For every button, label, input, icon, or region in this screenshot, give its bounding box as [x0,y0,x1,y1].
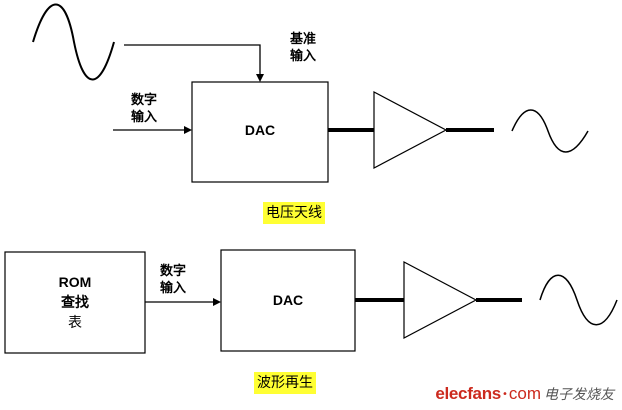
bottom-digital-input-arrowhead [213,298,221,306]
rom-label-line1: ROM [58,274,92,290]
watermark-com: com [508,384,541,403]
top-output-sine-wave-icon [511,109,589,153]
rom-label-line2: 查找 [61,294,89,310]
top-digital-input-label-line2: 输入 [131,110,158,125]
bottom-digital-input-label-line1: 数字 [160,264,187,279]
top-digital-input-label: 数字 输入 [131,92,157,126]
bottom-digital-input-label-line2: 输入 [160,281,187,296]
top-digital-input-label-line1: 数字 [131,93,158,108]
bottom-dac-box [220,249,356,352]
reference-input-label-line1: 基准 [290,32,317,47]
bottom-digital-input-label: 数字 输入 [160,263,186,297]
top-amplifier-triangle [373,91,448,169]
rom-lookup-table-label: ROM 查找 表 [5,272,145,332]
reference-input-line [124,44,261,76]
top-dac-label: DAC [244,122,276,138]
reference-input-arrowhead [256,74,264,82]
top-caption-voltage-antenna: 电压天线 [263,202,325,224]
reference-input-label-line2: 输入 [290,49,317,64]
reference-input-label: 基准 输入 [290,31,316,65]
bottom-amplifier-triangle [403,261,478,339]
reference-sine-wave-icon [32,3,115,81]
bottom-caption-waveform-regeneration: 波形再生 [254,372,316,394]
rom-lookup-table-box [4,251,146,354]
bottom-dac-label: DAC [272,292,304,308]
top-dac-box [191,81,329,183]
top-digital-input-arrowhead [184,126,192,134]
watermark-brand: elecfans [435,384,501,403]
bottom-output-sine-wave-icon [539,274,618,326]
watermark-dot: • [501,389,508,400]
watermark-chinese: 电子发烧友 [544,387,614,403]
rom-label-line3: 表 [68,314,82,330]
